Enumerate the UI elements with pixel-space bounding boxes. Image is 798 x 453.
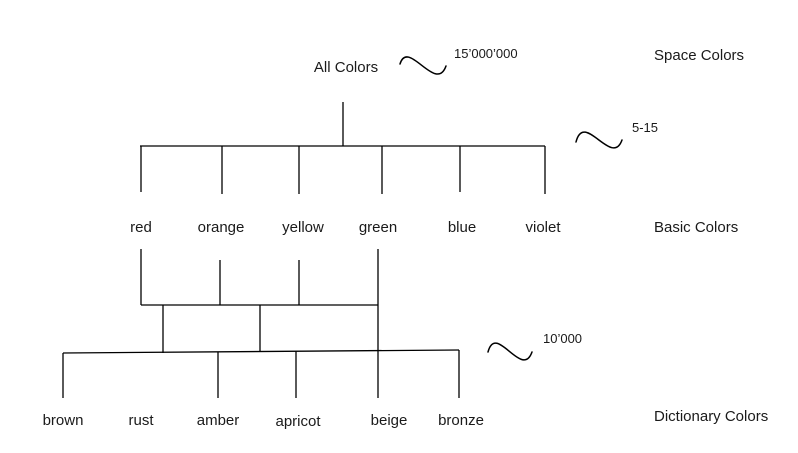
dictionary-color-amber: amber <box>197 412 240 429</box>
basic-color-blue: blue <box>448 219 476 236</box>
tilde-wave-icon <box>399 56 447 75</box>
level-label-dictionary: Dictionary Colors <box>654 408 768 425</box>
basic-color-violet: violet <box>525 219 561 236</box>
dictionary-color-bronze: bronze <box>438 412 484 429</box>
space-count: 15’000’000 <box>454 46 518 61</box>
level-label-basic: Basic Colors <box>654 219 738 236</box>
basic-bracket <box>140 102 546 194</box>
dictionary-color-apricot: apricot <box>275 413 321 430</box>
dictionary-color-beige: beige <box>371 412 408 429</box>
root-label: All Colors <box>314 59 378 76</box>
basic-color-red: red <box>130 219 152 236</box>
basic-color-orange: orange <box>198 219 245 236</box>
basic-count: 5-15 <box>632 120 658 135</box>
dictionary-color-brown: brown <box>43 412 84 429</box>
tilde-wave-icon <box>575 131 623 149</box>
level-label-space: Space Colors <box>654 47 744 64</box>
dictionary-color-rust: rust <box>128 412 154 429</box>
basic-color-yellow: yellow <box>282 219 324 236</box>
dictionary-bracket <box>62 249 460 398</box>
basic-colors-row: red orange yellow green blue violet <box>130 219 561 236</box>
dictionary-count: 10’000 <box>543 331 582 346</box>
dictionary-colors-row: brown rust amber apricot beige bronze <box>43 412 484 430</box>
tilde-wave-icon <box>487 342 533 361</box>
basic-color-green: green <box>359 219 397 236</box>
